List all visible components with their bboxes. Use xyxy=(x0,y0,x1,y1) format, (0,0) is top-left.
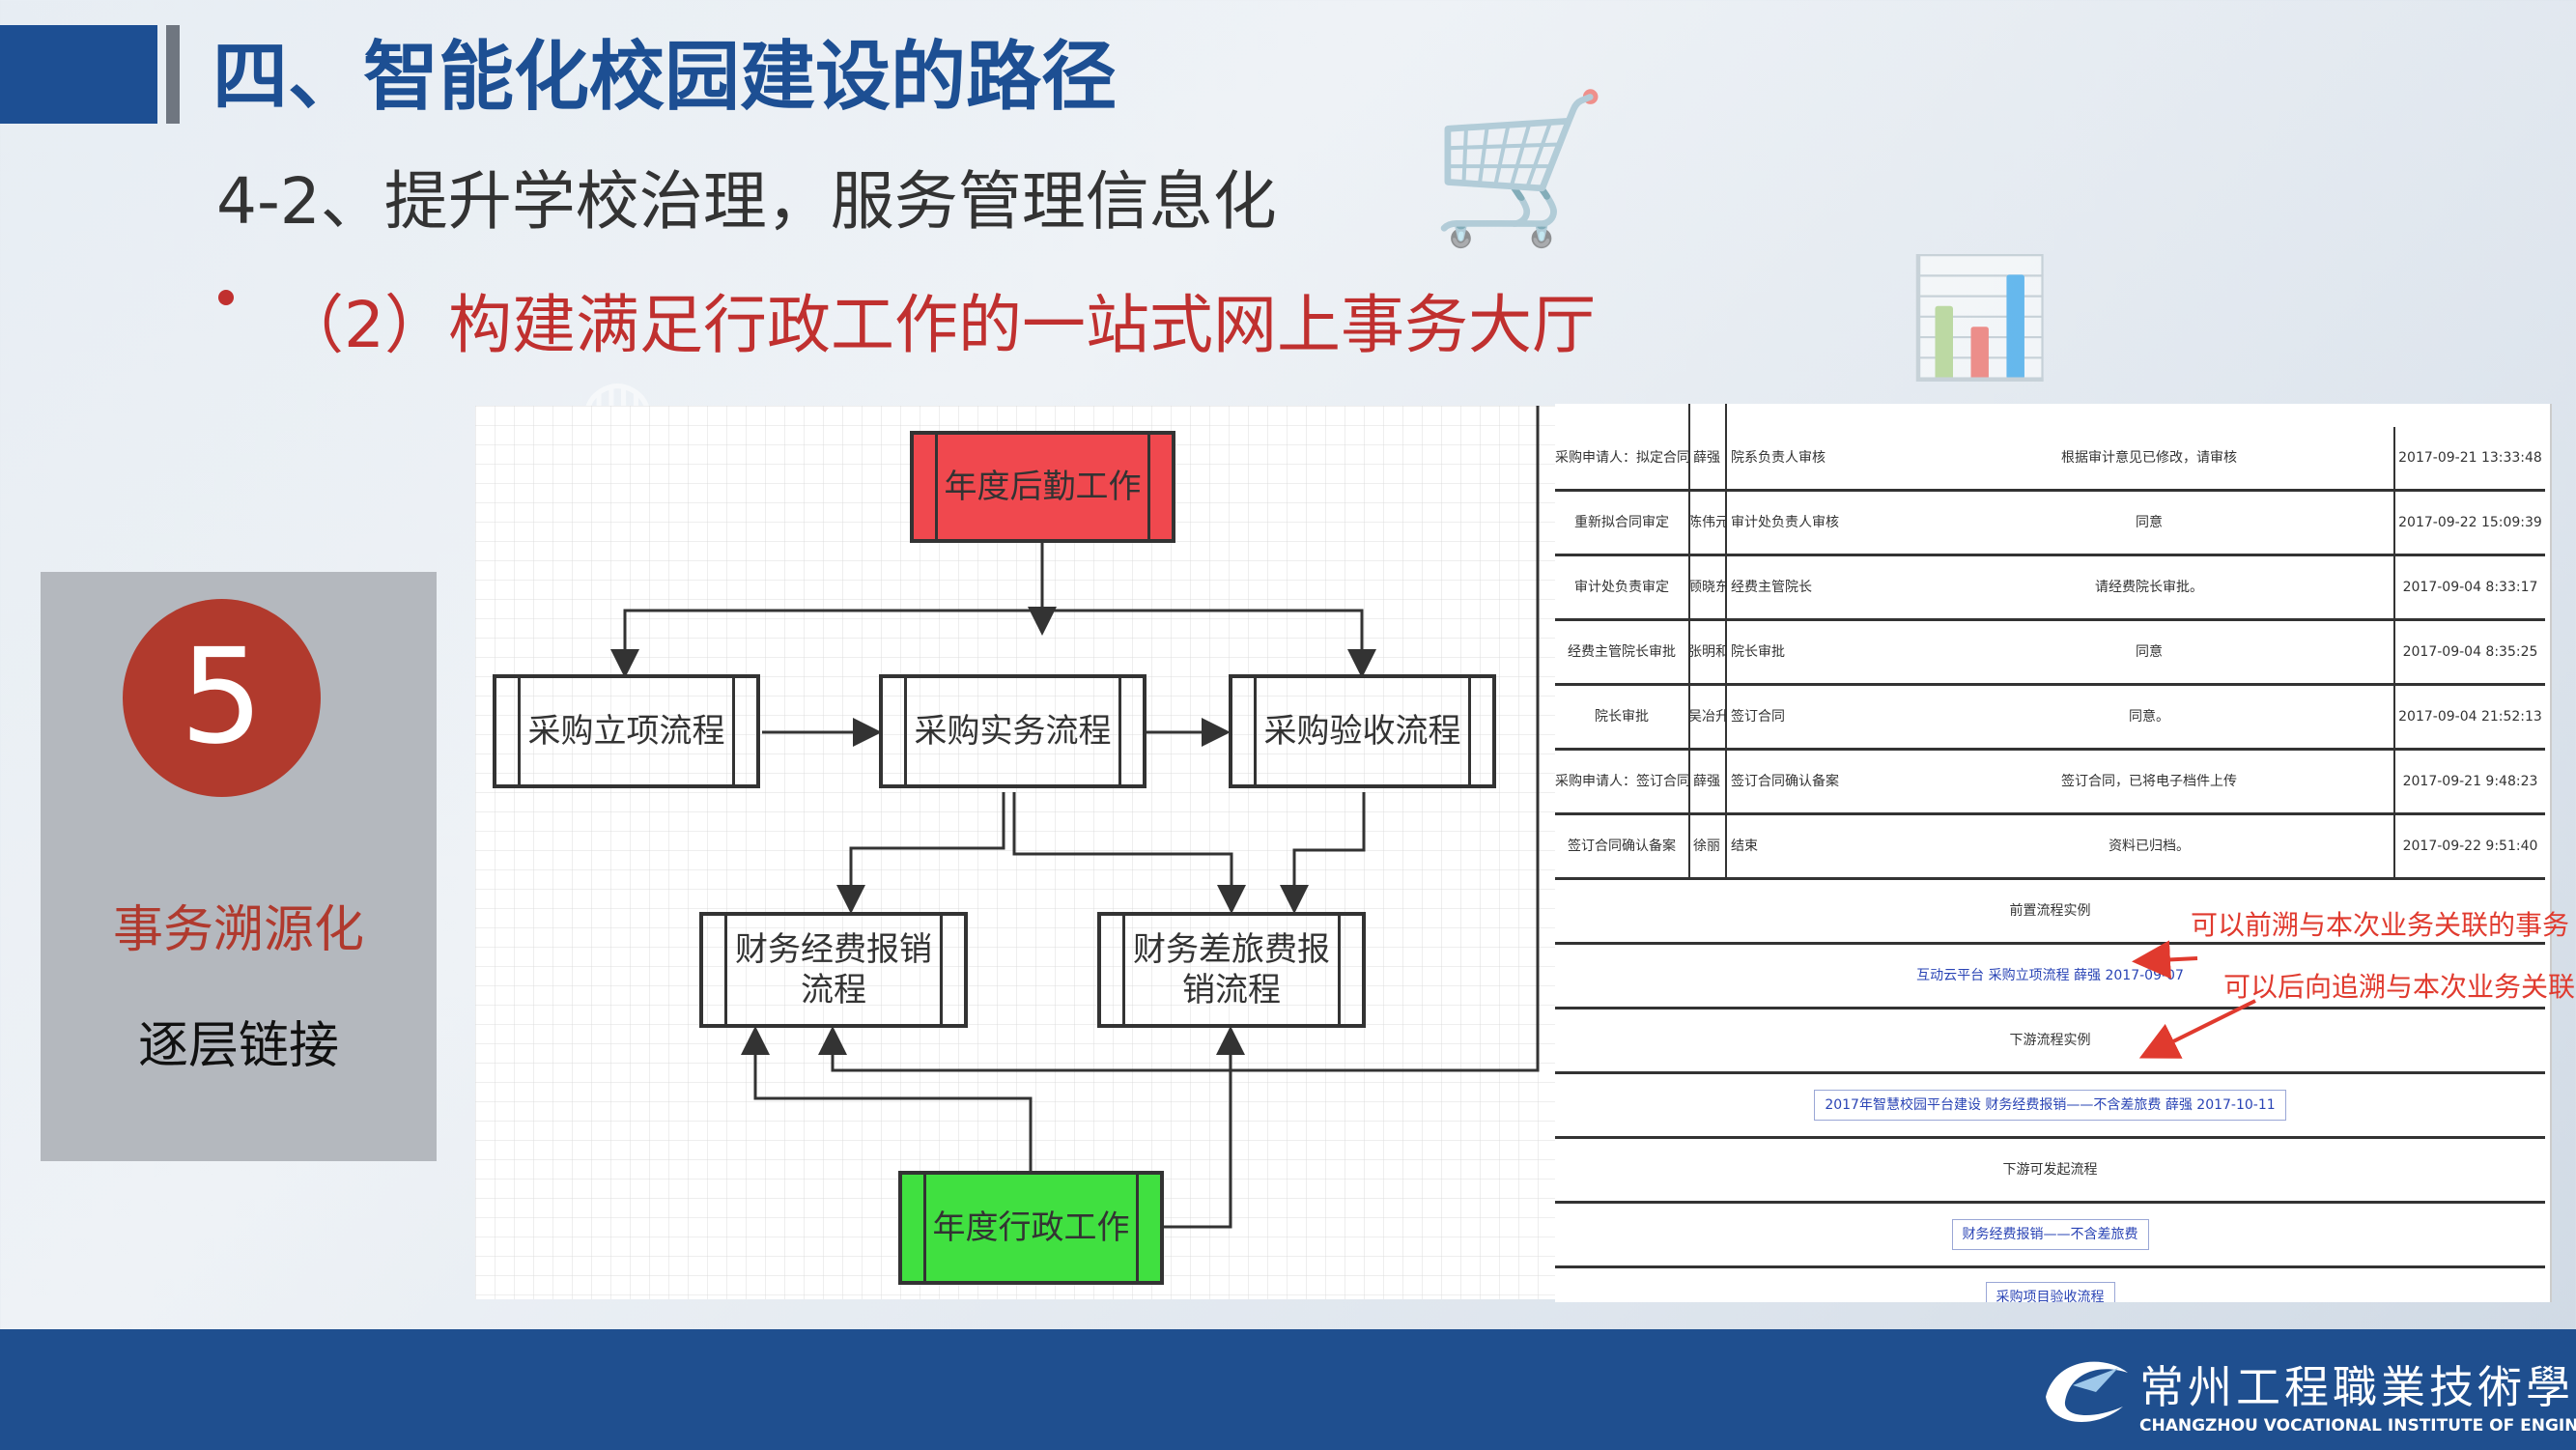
side-label-traceability: 事务溯源化 xyxy=(112,901,364,959)
table-row: 采购申请人：拟定合同 薛强 院系负责人审核 根据审计意见已修改，请审核 2017… xyxy=(1555,427,2545,492)
table-row: 签订合同确认备案 徐丽 结束 资料已归档。 2017-09-22 9:51:40 xyxy=(1555,815,2545,880)
school-name-zh: 常州工程職業技術學院 xyxy=(2139,1361,2576,1413)
header-accent-bar xyxy=(0,25,157,124)
process-record-table: 采购申请人：拟定合同 薛强 院系负责人审核 根据审计意见已修改，请审核 2017… xyxy=(1555,404,2552,1302)
annotation-trace-forward: 可以后向追溯与本次业务关联的事务 xyxy=(2223,971,2576,1003)
side-label-links: 逐层链接 xyxy=(137,1017,339,1075)
bullet-dot xyxy=(218,290,234,305)
monitor-chart-icon: 📊 xyxy=(1908,251,2052,385)
partial-process-link[interactable]: 采购项目验收流程 xyxy=(1985,1282,2115,1302)
number-badge: 5 xyxy=(123,599,321,797)
startable-process-link[interactable]: 财务经费报销——不含差旅费 xyxy=(1951,1219,2149,1250)
flowchart-connectors xyxy=(475,406,1557,1299)
node-annual-logistics: 年度后勤工作 xyxy=(910,431,1175,543)
downstream-label-row: 下游流程实例 xyxy=(1555,1009,2545,1074)
downstream-link-row: 2017年智慧校园平台建设 财务经费报销——不含差旅费 薛强 2017-10-1… xyxy=(1555,1074,2545,1139)
downstream-startable-label-row: 下游可发起流程 xyxy=(1555,1139,2545,1204)
shopping-cart-icon: 🛒 xyxy=(1430,85,1610,253)
upstream-label-row: 前置流程实例 xyxy=(1555,880,2545,945)
table-row: 经费主管院长审批 张明和 院长审批 同意 2017-09-04 8:35:25 xyxy=(1555,621,2545,686)
annotation-trace-back: 可以前溯与本次业务关联的事务 xyxy=(2191,909,2570,941)
upstream-process-link[interactable]: 互动云平台 采购立项流程 薛强 2017-09-07 xyxy=(1916,968,2184,983)
table-row xyxy=(1555,404,2545,427)
header-divider xyxy=(166,25,180,124)
table-row: 审计处负责审定 顾晓东 经费主管院长 请经费院长审批。 2017-09-04 8… xyxy=(1555,556,2545,621)
partial-link-row: 采购项目验收流程 xyxy=(1555,1268,2545,1302)
page-title: 四、智能化校园建设的路径 xyxy=(212,34,1118,121)
table-row: 采购申请人：签订合同 薛强 签订合同确认备案 签订合同，已将电子档件上传 201… xyxy=(1555,751,2545,815)
page-subtitle: 4-2、提升学校治理，服务管理信息化 xyxy=(216,164,1277,239)
upstream-link-row: 互动云平台 采购立项流程 薛强 2017-09-07 xyxy=(1555,945,2545,1009)
footer-bar xyxy=(0,1329,2576,1450)
node-procurement-acceptance: 采购验收流程 xyxy=(1229,674,1496,788)
school-name-en: CHANGZHOU VOCATIONAL INSTITUTE OF ENGINE… xyxy=(2139,1416,2576,1436)
node-procurement-initiation: 采购立项流程 xyxy=(493,674,760,788)
table-row: 重新拟合同审定 陈伟元 审计处负责人审核 同意 2017-09-22 15:09… xyxy=(1555,492,2545,556)
annotation-arrows xyxy=(2132,940,2256,1059)
flowchart: 年度后勤工作 采购立项流程 采购实务流程 采购验收流程 财务经费报销流程 财务差… xyxy=(475,406,1557,1299)
school-logo-icon xyxy=(2046,1361,2128,1423)
node-annual-admin: 年度行政工作 xyxy=(898,1171,1164,1285)
downstream-process-link[interactable]: 2017年智慧校园平台建设 财务经费报销——不含差旅费 薛强 2017-10-1… xyxy=(1814,1090,2286,1121)
bullet-text: （2）构建满足行政工作的一站式网上事务大厅 xyxy=(280,288,1596,362)
node-expense-reimbursement: 财务经费报销流程 xyxy=(699,912,968,1028)
node-travel-reimbursement: 财务差旅费报销流程 xyxy=(1097,912,1366,1028)
downstream-startable-link-row: 财务经费报销——不含差旅费 xyxy=(1555,1204,2545,1268)
table-row: 院长审批 吴冶升 签订合同 同意。 2017-09-04 21:52:13 xyxy=(1555,686,2545,751)
node-procurement-practice: 采购实务流程 xyxy=(879,674,1146,788)
